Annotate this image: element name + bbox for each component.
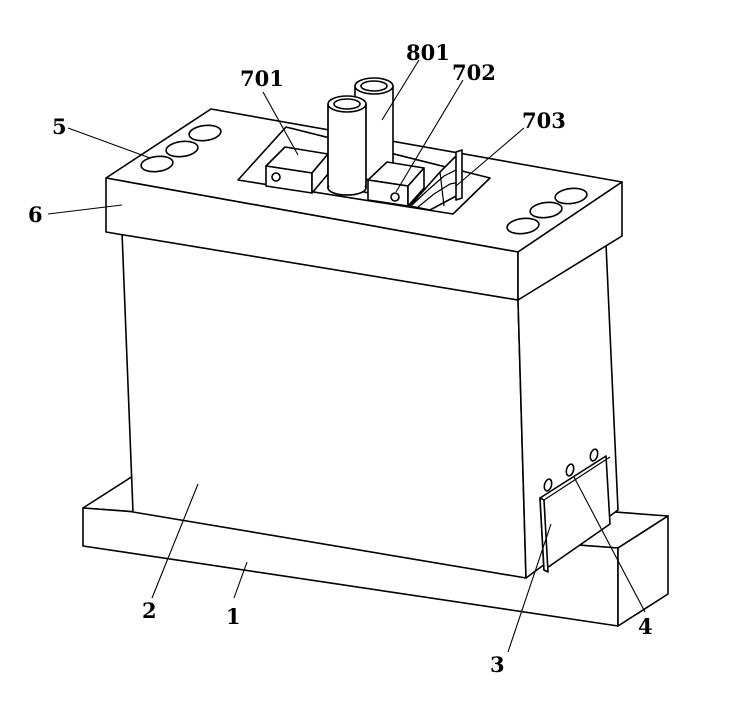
reference-labels: 1 2 3 4 5 6 701 801 702 703 <box>28 40 653 677</box>
side-holes <box>543 448 599 492</box>
label-base: 1 <box>226 604 241 629</box>
label-top-plate: 6 <box>28 202 43 227</box>
label-side-panel: 3 <box>490 652 505 677</box>
left-clamp-block <box>265 146 329 194</box>
label-tubes: 801 <box>406 40 450 65</box>
label-body: 2 <box>142 598 157 623</box>
left-clamp-pin-hole <box>271 172 281 182</box>
leader-lines <box>47 59 646 653</box>
top-holes <box>140 124 588 235</box>
v-block <box>409 149 463 211</box>
label-left-clamp: 701 <box>240 66 284 91</box>
label-side-holes: 4 <box>638 614 653 639</box>
tubes <box>327 77 394 196</box>
right-clamp-pin-hole <box>390 192 400 202</box>
side-panel <box>539 455 611 573</box>
label-v-block: 703 <box>522 108 566 133</box>
label-right-clamp: 702 <box>452 60 496 85</box>
label-top-holes: 5 <box>52 114 67 139</box>
